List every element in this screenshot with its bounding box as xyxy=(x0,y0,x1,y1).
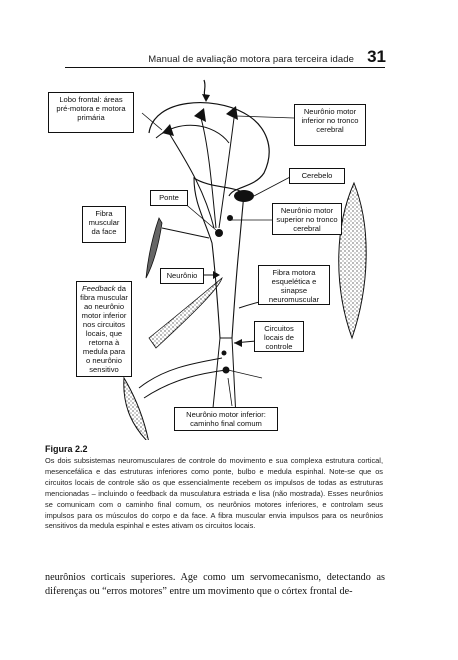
running-header: Manual de avaliação motora para terceira… xyxy=(148,54,354,65)
label-cerebellum: Cerebelo xyxy=(289,168,345,184)
label-skeletal-motor-fiber: Fibra motora esquelética e sinapse neuro… xyxy=(258,265,330,305)
spinal-cord xyxy=(211,337,237,419)
right-muscle xyxy=(338,181,367,340)
cortical-neuron-1 xyxy=(162,124,174,136)
label-frontal-lobe: Lobo frontal: áreas pré-motora e motora … xyxy=(48,92,134,133)
cortical-neuron-3 xyxy=(226,106,238,120)
page-number: 31 xyxy=(367,47,386,66)
label-local-control-circuits: Circuitos locais de controle xyxy=(254,321,304,352)
label-upper-motor-neuron-brainstem: Neurônio motor superior no tronco cerebr… xyxy=(272,203,342,235)
label-lower-motor-neuron-brainstem: Neurônio motor inferior no tronco cerebr… xyxy=(294,104,366,146)
label-neuron: Neurônio xyxy=(160,268,204,284)
muscle-fiber-band xyxy=(148,276,223,349)
label-pons: Ponte xyxy=(150,190,188,206)
figure-caption-title: Figura 2.2 xyxy=(45,444,88,454)
cortical-neuron-2 xyxy=(194,108,206,122)
label-feedback: Feedback da fibra muscular ao neurônio m… xyxy=(76,281,132,377)
body-paragraph: neurônios corticais superiores. Age como… xyxy=(45,572,385,597)
diagram-drawing xyxy=(123,79,367,440)
face-muscle xyxy=(145,217,163,279)
neuromuscular-diagram: Lobo frontal: áreas pré-motora e motora … xyxy=(44,78,414,440)
figure-caption-body: Os dois subsistemas neuromusculares de c… xyxy=(45,456,383,531)
brainstem xyxy=(193,176,245,339)
feedback-emphasis: Feedback xyxy=(82,284,116,293)
label-face-muscle-fiber: Fibra muscular da face xyxy=(82,206,126,243)
cerebellum-shape xyxy=(234,190,254,202)
brain-outline xyxy=(148,102,270,197)
header-rule xyxy=(65,67,385,68)
feedback-text: da fibra muscular ao neurônio motor infe… xyxy=(80,284,128,374)
left-muscle xyxy=(123,376,149,440)
label-final-common-pathway: Neurônio motor inferior: caminho final c… xyxy=(174,407,278,431)
